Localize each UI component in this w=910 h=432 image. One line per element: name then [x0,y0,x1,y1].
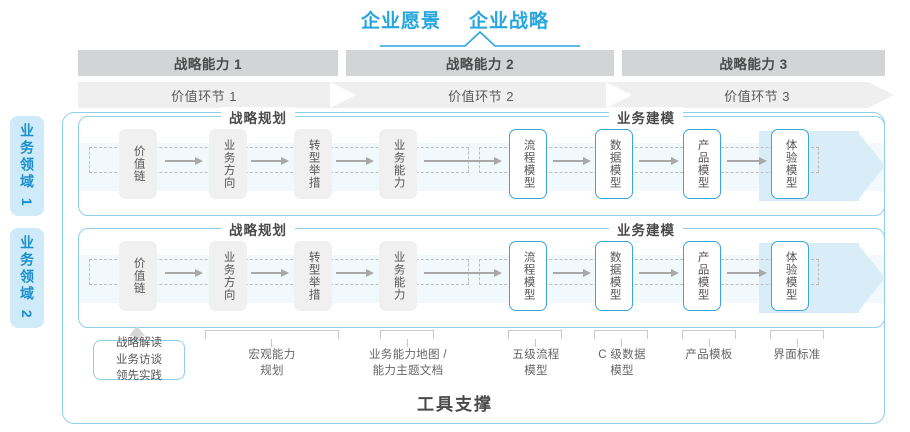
tool-bracket-2 [205,330,339,339]
capability-bar-3[interactable]: 战略能力 3 [622,50,885,76]
tool-stem-2 [271,339,273,347]
value-link-strip [78,82,868,108]
row-2-node-product-model[interactable]: 产品模型 [683,241,721,311]
capability-label-2: 战略能力 2 [445,57,515,72]
value-link-bars: 价值环节 1 价值环节 2 价值环节 3 [78,82,894,108]
row-2-node-label-7: 产品模型 [696,251,709,301]
domain-row-1: 战略规划 业务建模 价值链 业务方向 转型举措 业务能力 流程模型 数据模型 产… [78,107,885,216]
row-1-arrow-5 [553,157,591,165]
value-link-cell-1[interactable]: 价值环节 1 [78,82,330,108]
row-2-node-label-1: 价值链 [132,257,145,295]
row-2-arrow-5 [553,269,591,277]
value-link-cell-2[interactable]: 价值环节 2 [356,82,606,108]
vision-strategy-connector-line [380,30,580,47]
sidebar-item-business-domain-2[interactable]: 业务领域 2 [10,228,44,328]
value-link-label-2: 价值环节 2 [448,88,514,104]
row-1-section-modeling-title: 业务建模 [609,107,683,127]
row-2-node-value-chain[interactable]: 价值链 [119,241,157,311]
tool-label-capability-map: 业务能力地图 / 能力主题文档 [369,349,447,378]
business-domain-label-2: 业务领域 2 [19,235,35,321]
row-1-section-planning-title: 战略规划 [221,107,295,127]
row-2-node-label-4: 业务能力 [392,251,405,301]
business-domain-label-1: 业务领域 1 [19,123,35,209]
tool-bracket-5 [594,330,648,339]
row-1-node-data-model[interactable]: 数据模型 [595,129,633,199]
sidebar-item-business-domain-1[interactable]: 业务领域 1 [10,116,44,216]
tool-stem-7 [797,339,799,347]
tool-bracket-6 [682,330,736,339]
row-1-node-label-6: 数据模型 [608,139,621,189]
tool-stem-5 [621,339,623,347]
row-2-node-label-5: 流程模型 [522,251,535,301]
row-1-arrow-6 [639,157,679,165]
row-2-node-business-direction[interactable]: 业务方向 [209,241,247,311]
tool-label-1: 战略解读 业务访谈 领先实践 [116,337,162,383]
row-1-arrow-4 [424,157,504,165]
domain-row-2: 战略规划 业务建模 价值链 业务方向 转型举措 业务能力 流程模型 数据模型 产… [78,219,885,328]
tool-stem-3 [407,339,409,347]
row-2-node-transformation-measures[interactable]: 转型举措 [294,241,332,311]
tool-support-title: 工具支撑 [417,395,493,414]
row-1-node-process-model[interactable]: 流程模型 [509,129,547,199]
tool-label-ui-standard: 界面标准 [773,349,821,361]
row-2-arrow-6 [639,269,679,277]
row-2-arrow-2 [251,269,289,277]
row-2-node-label-8: 体验模型 [784,251,797,301]
enterprise-vision-title: 企业愿景 [360,10,441,32]
row-1-arrow-2 [251,157,289,165]
tool-label-c-level-data: C 级数据 模型 [598,349,646,378]
row-2-node-experience-model[interactable]: 体验模型 [771,241,809,311]
row-1-node-business-capability[interactable]: 业务能力 [379,129,417,199]
row-2-node-process-model[interactable]: 流程模型 [509,241,547,311]
vision-strategy-header: 企业愿景 企业战略 [0,6,910,32]
tool-label-five-level-process: 五级流程 模型 [512,349,560,378]
value-link-cell-3[interactable]: 价值环节 3 [632,82,882,108]
row-1-node-product-model[interactable]: 产品模型 [683,129,721,199]
row-2-arrow-4 [424,269,504,277]
row-2-section-modeling-title: 业务建模 [609,219,683,239]
strategic-capability-bars: 战略能力 1 战略能力 2 战略能力 3 [78,50,885,76]
row-1-node-label-4: 业务能力 [392,139,405,189]
row-1-node-business-direction[interactable]: 业务方向 [209,129,247,199]
tool-box-strategy-interpretation[interactable]: 战略解读 业务访谈 领先实践 [93,337,185,382]
value-link-label-1: 价值环节 1 [171,88,237,104]
row-1-node-value-chain[interactable]: 价值链 [119,129,157,199]
row-1-node-label-2: 业务方向 [222,139,235,189]
row-2-arrow-7 [727,269,767,277]
tool-stem-6 [709,339,711,347]
capability-label-1: 战略能力 1 [173,57,243,72]
row-1-node-label-7: 产品模型 [696,139,709,189]
tool-stem-4 [535,339,537,347]
row-2-arrow-3 [336,269,374,277]
row-1-node-label-8: 体验模型 [784,139,797,189]
capability-bar-1[interactable]: 战略能力 1 [78,50,338,76]
tool-bracket-4 [508,330,562,339]
row-1-node-label-5: 流程模型 [522,139,535,189]
row-1-node-label-1: 价值链 [132,145,145,183]
row-2-node-label-2: 业务方向 [222,251,235,301]
tool-bracket-7 [770,330,824,339]
row-1-node-transformation-measures[interactable]: 转型举措 [294,129,332,199]
row-1-node-experience-model[interactable]: 体验模型 [771,129,809,199]
row-1-arrow-3 [336,157,374,165]
tool-label-macro-capability: 宏观能力 规划 [248,349,296,378]
capability-label-3: 战略能力 3 [719,57,788,72]
row-2-node-label-6: 数据模型 [608,251,621,301]
value-link-label-3: 价值环节 3 [724,88,790,104]
tool-label-product-template: 产品模板 [685,349,733,361]
row-2-node-business-capability[interactable]: 业务能力 [379,241,417,311]
enterprise-strategy-title: 企业战略 [469,10,550,32]
row-2-node-label-3: 转型举措 [307,251,320,301]
capability-bar-2[interactable]: 战略能力 2 [346,50,614,76]
row-2-arrow-1 [165,269,203,277]
row-1-arrow-7 [727,157,767,165]
row-1-node-label-3: 转型举措 [307,139,320,189]
row-2-section-planning-title: 战略规划 [221,219,295,239]
row-2-node-data-model[interactable]: 数据模型 [595,241,633,311]
tool-bracket-3 [380,330,434,339]
row-1-arrow-1 [165,157,203,165]
